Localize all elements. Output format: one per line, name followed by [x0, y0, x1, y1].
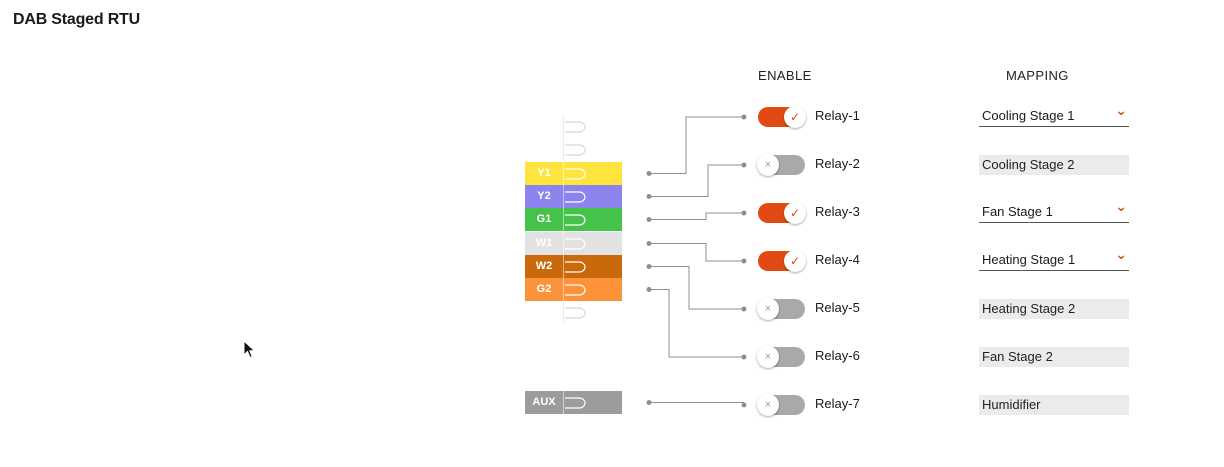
terminal-plug-icon — [563, 255, 586, 278]
relay-enable-toggle[interactable]: ✓ — [758, 250, 806, 272]
mapping-column-header: MAPPING — [1006, 68, 1069, 83]
terminal-label: G1 — [536, 213, 552, 225]
terminal-label: Y2 — [537, 190, 551, 202]
terminal-plug-icon — [563, 301, 586, 324]
relay-mapping-select[interactable]: Cooling Stage 1 ⌄ — [979, 102, 1129, 127]
relay-wire — [649, 164, 744, 197]
relay-mapping-value: Fan Stage 1 — [982, 204, 1053, 219]
terminal-row: Y1 — [525, 162, 622, 185]
wire-endpoint-dot — [646, 400, 652, 405]
terminal-row: W1 — [525, 232, 622, 255]
wire-endpoint-dot — [646, 264, 652, 269]
wire-endpoint-dot — [741, 162, 747, 168]
relay-name: Relay-2 — [815, 156, 860, 171]
relay-wire — [649, 116, 744, 174]
terminal-label: G2 — [536, 283, 552, 295]
terminal-label: W1 — [535, 237, 553, 249]
relay-wire — [649, 289, 744, 358]
x-icon: × — [757, 394, 779, 416]
relay-enable-toggle[interactable]: × — [757, 346, 805, 368]
chevron-down-icon: ⌄ — [1115, 102, 1127, 118]
relay-name: Relay-3 — [815, 204, 860, 219]
relay-mapping-field: Cooling Stage 2 — [979, 155, 1129, 175]
terminal-plug-icon — [563, 208, 586, 231]
terminal-plug-icon — [563, 115, 586, 138]
relay-enable-toggle[interactable]: ✓ — [758, 202, 806, 224]
relay-mapping-select[interactable]: Heating Stage 1 ⌄ — [979, 246, 1129, 271]
relay-enable-toggle[interactable]: ✓ — [758, 106, 806, 128]
relay-mapping-field: Fan Stage 2 — [979, 347, 1129, 367]
wire-endpoint-dot — [741, 114, 747, 120]
relay-name: Relay-4 — [815, 252, 860, 267]
relay-enable-toggle[interactable]: × — [757, 394, 805, 416]
relay-name: Relay-1 — [815, 108, 860, 123]
terminal-plug-icon — [563, 185, 586, 208]
terminal-row: W2 — [525, 255, 622, 278]
wire-endpoint-dot — [741, 402, 747, 408]
terminal-plug-icon — [563, 232, 586, 255]
relay-mapping-field: Heating Stage 2 — [979, 299, 1129, 319]
relay-name: Relay-5 — [815, 300, 860, 315]
chevron-down-icon: ⌄ — [1115, 246, 1127, 262]
wire-endpoint-dot — [741, 306, 747, 312]
terminal-row: G1 — [525, 208, 622, 231]
wire-endpoint-dot — [646, 287, 652, 292]
relay-wire — [649, 266, 744, 310]
enable-column-header: ENABLE — [758, 68, 812, 83]
mouse-cursor-icon — [243, 340, 256, 359]
terminal-label: W2 — [535, 260, 553, 272]
terminal-label-aux: AUX — [532, 396, 556, 408]
wire-endpoint-dot — [741, 210, 747, 216]
relay-mapping-value: Fan Stage 2 — [982, 349, 1053, 364]
page-title: DAB Staged RTU — [13, 11, 140, 28]
relay-wire — [649, 212, 744, 220]
wire-endpoint-dot — [646, 194, 652, 199]
terminal-plug-icon — [563, 391, 586, 414]
relay-mapping-value: Heating Stage 1 — [982, 252, 1076, 267]
check-icon: ✓ — [784, 250, 806, 272]
terminal-row: G2 — [525, 278, 622, 301]
chevron-down-icon: ⌄ — [1115, 198, 1127, 214]
terminal-aux: AUX — [525, 391, 622, 414]
terminal-plug-icon — [563, 278, 586, 301]
terminal-label: Y1 — [537, 167, 551, 179]
x-icon: × — [757, 154, 779, 176]
relay-wire — [649, 243, 744, 262]
x-icon: × — [757, 346, 779, 368]
relay-mapping-value: Humidifier — [982, 397, 1041, 412]
relay-mapping-value: Heating Stage 2 — [982, 301, 1076, 316]
relay-mapping-field: Humidifier — [979, 395, 1129, 415]
terminal-plug-icon — [563, 162, 586, 185]
wire-endpoint-dot — [741, 258, 747, 264]
relay-mapping-value: Cooling Stage 2 — [982, 157, 1075, 172]
terminal-row — [525, 115, 622, 138]
relay-enable-toggle[interactable]: × — [757, 154, 805, 176]
relay-name: Relay-6 — [815, 348, 860, 363]
x-icon: × — [757, 298, 779, 320]
relay-enable-toggle[interactable]: × — [757, 298, 805, 320]
check-icon: ✓ — [784, 106, 806, 128]
relay-name: Relay-7 — [815, 396, 860, 411]
wire-endpoint-dot — [646, 171, 652, 176]
relay-mapping-select[interactable]: Fan Stage 1 ⌄ — [979, 198, 1129, 223]
relay-mapping-value: Cooling Stage 1 — [982, 108, 1075, 123]
check-icon: ✓ — [784, 202, 806, 224]
terminal-row — [525, 301, 622, 324]
wire-endpoint-dot — [646, 217, 652, 222]
wire-endpoint-dot — [646, 241, 652, 246]
wire-endpoint-dot — [741, 354, 747, 360]
terminal-row — [525, 138, 622, 161]
terminal-plug-icon — [563, 138, 586, 161]
terminal-row: Y2 — [525, 185, 622, 208]
